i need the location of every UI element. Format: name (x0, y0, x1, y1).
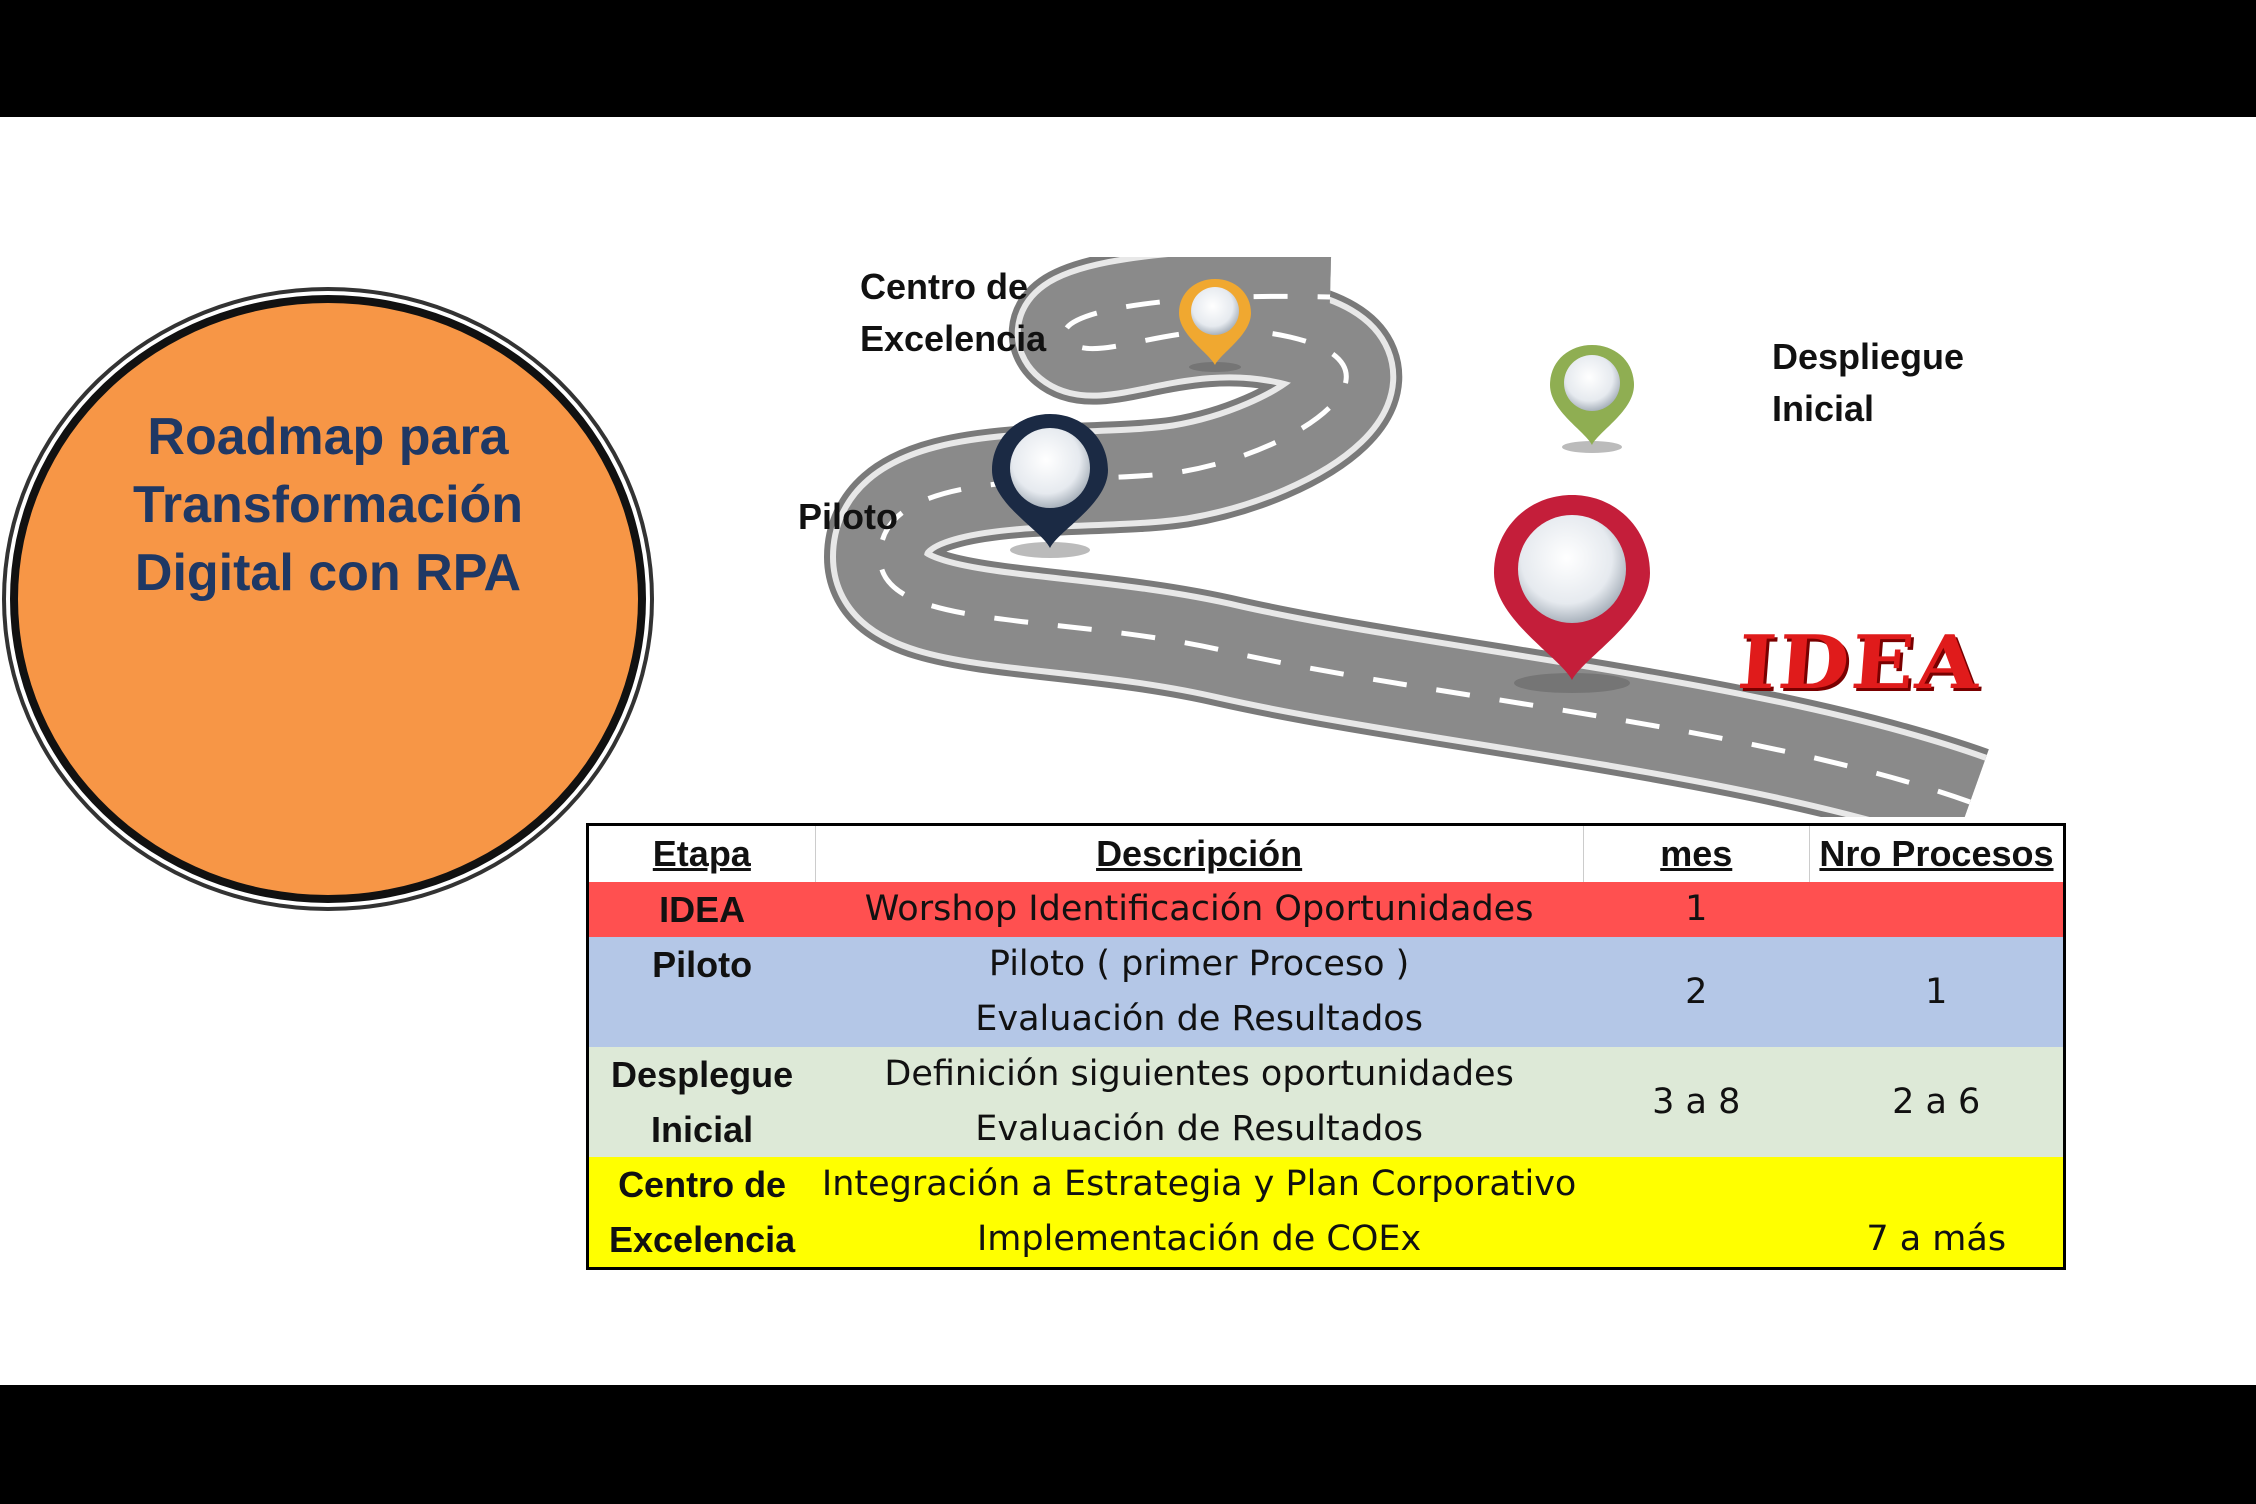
stage-text: Piloto (652, 944, 753, 985)
stage-text: Inicial (651, 1109, 754, 1150)
label-piloto: Piloto (798, 496, 898, 537)
table-row: Centro de Excelencia Integración a Estra… (587, 1157, 2065, 1269)
mes-cell: 3 a 8 (1583, 1047, 1810, 1157)
pin-piloto-icon (992, 414, 1108, 558)
nro-cell: 2 a 6 (1809, 1047, 2065, 1157)
stage-text: Centro de (618, 1164, 787, 1205)
description-line: Evaluación de Resultados (975, 1109, 1423, 1149)
stage-text: Desplegue (611, 1054, 794, 1095)
header-mes: mes (1583, 824, 1810, 882)
label-despliegue-inicial: Despliegue Inicial (1772, 336, 1965, 429)
description-cell: Piloto ( primer Proceso ) Evaluación de … (815, 937, 1584, 1047)
description-line: Definición siguientes oportunidades (884, 1054, 1514, 1094)
roadmap-road-image (824, 257, 1989, 817)
stage-text: IDEA (659, 889, 746, 930)
stage-cell: IDEA (587, 882, 816, 937)
stage-cell: Piloto (587, 937, 816, 1047)
title-circle: Roadmap para Transformación Digital con … (10, 295, 646, 903)
stage-cell: Desplegue Inicial (587, 1047, 816, 1157)
slide: Roadmap para Transformación Digital con … (0, 117, 2256, 1385)
pin-centro-icon (1179, 279, 1251, 372)
table-row: Desplegue Inicial Definición siguientes … (587, 1047, 2065, 1157)
nro-cell (1809, 882, 2065, 937)
nro-cell: 7 a más (1809, 1157, 2065, 1269)
description-line: Piloto ( primer Proceso ) (988, 944, 1410, 984)
header-etapa: Etapa (587, 824, 816, 882)
mes-cell: 2 (1583, 937, 1810, 1047)
description-line: Worshop Identificación Oportunidades (864, 889, 1534, 929)
description-line: Implementación de COEx (976, 1219, 1422, 1259)
description-line: Evaluación de Resultados (975, 999, 1423, 1039)
title-line-3: Digital con RPA (134, 544, 522, 602)
pin-idea-icon (1494, 495, 1650, 693)
table-header-row: Etapa Descripción mes Nro Procesos (587, 824, 2066, 882)
header-descripcion: Descripción (815, 824, 1584, 882)
title-line-2: Transformación (132, 476, 524, 534)
pin-despliegue-icon (1550, 345, 1634, 453)
label-centro-de-excelencia: Centro de Excelencia (860, 266, 1047, 359)
stage-text: Excelencia (609, 1219, 796, 1260)
description-cell: Worshop Identificación Oportunidades (815, 882, 1584, 937)
roadmap-table: Etapa Descripción mes Nro Procesos IDEA … (586, 823, 2066, 1270)
table-row: Piloto Piloto ( primer Proceso ) Evaluac… (587, 937, 2065, 1047)
mes-cell: 1 (1583, 882, 1810, 937)
stage-cell: Centro de Excelencia (587, 1157, 816, 1269)
slide-title: Roadmap para Transformación Digital con … (18, 403, 638, 607)
idea-wordart: IDEA (1734, 619, 1985, 707)
description-line: Integración a Estrategia y Plan Corporat… (821, 1164, 1577, 1204)
description-cell: Integración a Estrategia y Plan Corporat… (815, 1157, 1584, 1269)
description-cell: Definición siguientes oportunidades Eval… (815, 1047, 1584, 1157)
title-line-1: Roadmap para (147, 408, 509, 466)
mes-cell (1583, 1157, 1810, 1269)
nro-cell: 1 (1809, 937, 2065, 1047)
header-nro-procesos: Nro Procesos (1809, 824, 2066, 882)
table-row: IDEA Worshop Identificación Oportunidade… (587, 882, 2065, 937)
